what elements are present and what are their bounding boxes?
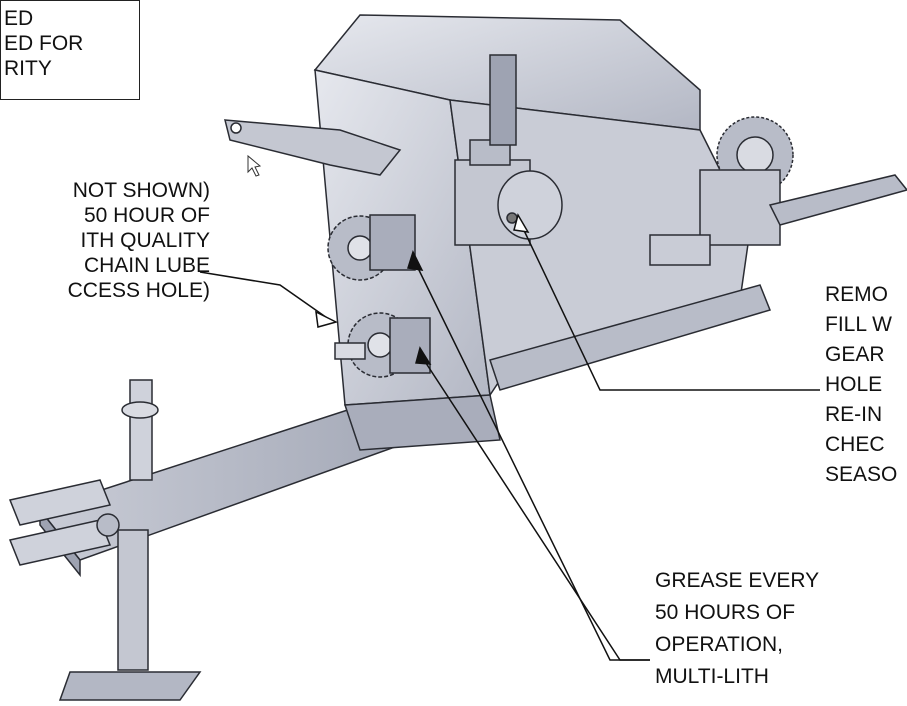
callout-line: HOLE [825,373,883,396]
callout-chain-lube: NOT SHOWN) 50 HOUR OF ITH QUALITY CHAIN … [0,178,210,303]
callout-line: RITY [4,57,52,80]
callout-top-left-text: ED ED FOR RITY [4,6,83,81]
winch [649,116,907,266]
callout-line: REMO [825,283,888,306]
callout-line: ITH QUALITY [80,229,210,252]
jack-stand [58,379,202,701]
callout-line: GREASE EVERY [655,569,820,592]
mouse-pointer-icon [247,154,262,177]
callout-line: CHEC [825,433,885,456]
callout-box-top-left: ED ED FOR RITY [0,0,140,100]
callout-line: RE-IN [825,403,883,426]
callout-line: FILL W [825,313,892,336]
callout-line: 50 HOUR OF [83,204,210,227]
callout-line: ED [4,7,34,30]
callout-line: NOT SHOWN) [72,179,210,202]
callout-line: SEASO [825,463,898,486]
callout-grease: GREASE EVERY 50 HOURS OF OPERATION, MULT… [655,565,819,693]
callout-line: ED FOR [4,32,84,55]
callout-line: OPERATION, [655,633,783,656]
callout-line: CCESS HOLE) [67,279,210,302]
gearbox [454,54,563,246]
callout-gearbox: REMO FILL W GEAR HOLE RE-IN CHEC SEASO [825,280,897,490]
leader-lines [199,213,820,661]
callout-line: GEAR [825,343,885,366]
callout-line: CHAIN LUBE [83,254,210,277]
callout-line: 50 HOURS OF [655,601,796,624]
side-bracket [224,119,402,176]
callout-line: MULTI-LITH [655,665,769,688]
